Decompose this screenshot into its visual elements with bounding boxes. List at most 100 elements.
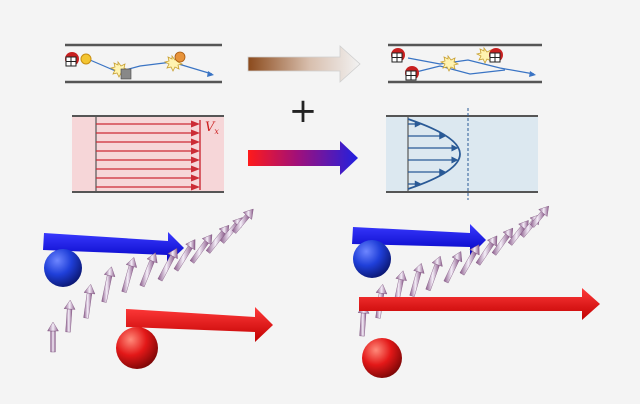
carrier-trajectory [415,65,506,75]
velocity-arrowhead-icon [191,165,200,173]
spin-head [395,270,407,281]
scattering-pipe-left [65,43,222,84]
spin-arrow-icon [409,262,425,297]
velocity-arrowhead-icon [451,144,459,152]
spin-shaft [83,292,93,319]
red-sphere [362,338,402,378]
spin-head [47,321,59,332]
spin-arrow-icon [231,208,254,234]
velocity-arrowhead-icon [191,120,200,128]
spin-arrow-icon [47,321,59,353]
spin-shaft [139,259,155,288]
spin-arrow-icon [459,244,480,276]
scattering-pipe-right [388,43,542,84]
spin-head [451,251,463,263]
electron-icon [391,48,405,63]
spin-arrow-icon [139,252,158,288]
uniform-velocity-arrows [96,120,200,191]
spin-arrow-icon [121,257,138,293]
blue-sphere [44,249,82,287]
parabolic-flow-panel [386,108,538,200]
transition-arrow-middle [248,141,358,175]
carrier-trajectory [89,59,213,75]
transition-arrow-top [247,45,361,83]
spin-shaft [409,271,422,297]
spin-arrow-icon [63,299,76,333]
velocity-arrowhead-icon [414,120,422,128]
electron-icon [489,48,503,63]
velocity-arrowhead-icon [191,138,200,146]
plus-icon: + [289,91,318,131]
spin-head [538,205,549,217]
spin-arrows [47,208,254,353]
spin-head [413,262,425,274]
velocity-arrowhead-icon [191,129,200,137]
channel-fill [386,116,538,192]
velocity-arrowhead-icon [191,156,200,164]
red-sphere [116,327,158,369]
velocity-label: Vx [205,120,219,136]
velocity-arrowhead-icon [439,132,447,140]
spin-head [201,234,213,246]
scattering-burst-icon [439,54,460,72]
spin-arrow-icon [189,234,213,264]
spin-shaft [359,312,367,337]
spin-arrow-icon [157,247,178,282]
spin-arrow-icon [443,251,463,284]
spin-head [242,208,254,220]
phonon-icon [174,51,186,63]
charge-current-arrow-red [359,288,600,320]
spin-panel-left [43,208,273,369]
trajectory-arrowhead-icon [207,71,214,77]
spin-head [502,227,514,239]
spin-head [185,239,196,251]
spin-head [487,235,498,247]
spin-shaft [65,308,73,333]
spin-arrow-icon [83,283,96,319]
spin-current-arrow-blue [352,224,486,256]
defect-icon [120,68,132,80]
spin-head [146,252,158,264]
spin-arrow-icon [101,266,116,303]
spin-shaft [459,250,477,276]
velocity-arrowhead-icon [451,156,459,164]
velocity-arrowhead-icon [191,147,200,155]
trajectory-arrowhead-icon [529,71,536,77]
spin-shaft [443,258,460,284]
parabolic-profile [407,118,461,190]
spin-head [103,266,116,278]
spin-panel-right [352,205,600,378]
spin-head [431,255,443,267]
velocity-arrowhead-icon [191,174,200,182]
spin-arrow-icon [529,205,549,228]
spin-head [469,244,480,256]
spin-arrows [357,205,549,337]
charge-current-arrow-red [126,307,273,342]
velocity-arrowhead-icon [439,168,447,176]
electron-icon [405,66,419,81]
spin-head [125,257,138,268]
spin-head [83,283,96,295]
spin-arrow-icon [173,239,196,272]
channel-fill [72,116,224,192]
spin-head [167,247,178,260]
spin-arrow-icon [491,227,514,256]
spin-shaft [157,254,176,282]
spin-shaft [50,330,56,353]
velocity-arrowhead-icon [414,180,422,188]
velocity-arrowhead-icon [191,183,200,191]
blue-sphere [353,240,391,278]
spin-current-arrow-blue [43,232,184,264]
spin-shaft [101,274,113,303]
spin-shaft [425,263,440,292]
impurity-icon [80,53,92,65]
spin-shaft [121,265,134,293]
carrier-trajectory [407,57,535,75]
spin-head [375,283,388,295]
spin-head [63,299,76,310]
spin-arrow-icon [425,255,443,292]
spin-arrow-icon [475,235,498,266]
uniform-flow-panel: Vx [72,115,224,193]
